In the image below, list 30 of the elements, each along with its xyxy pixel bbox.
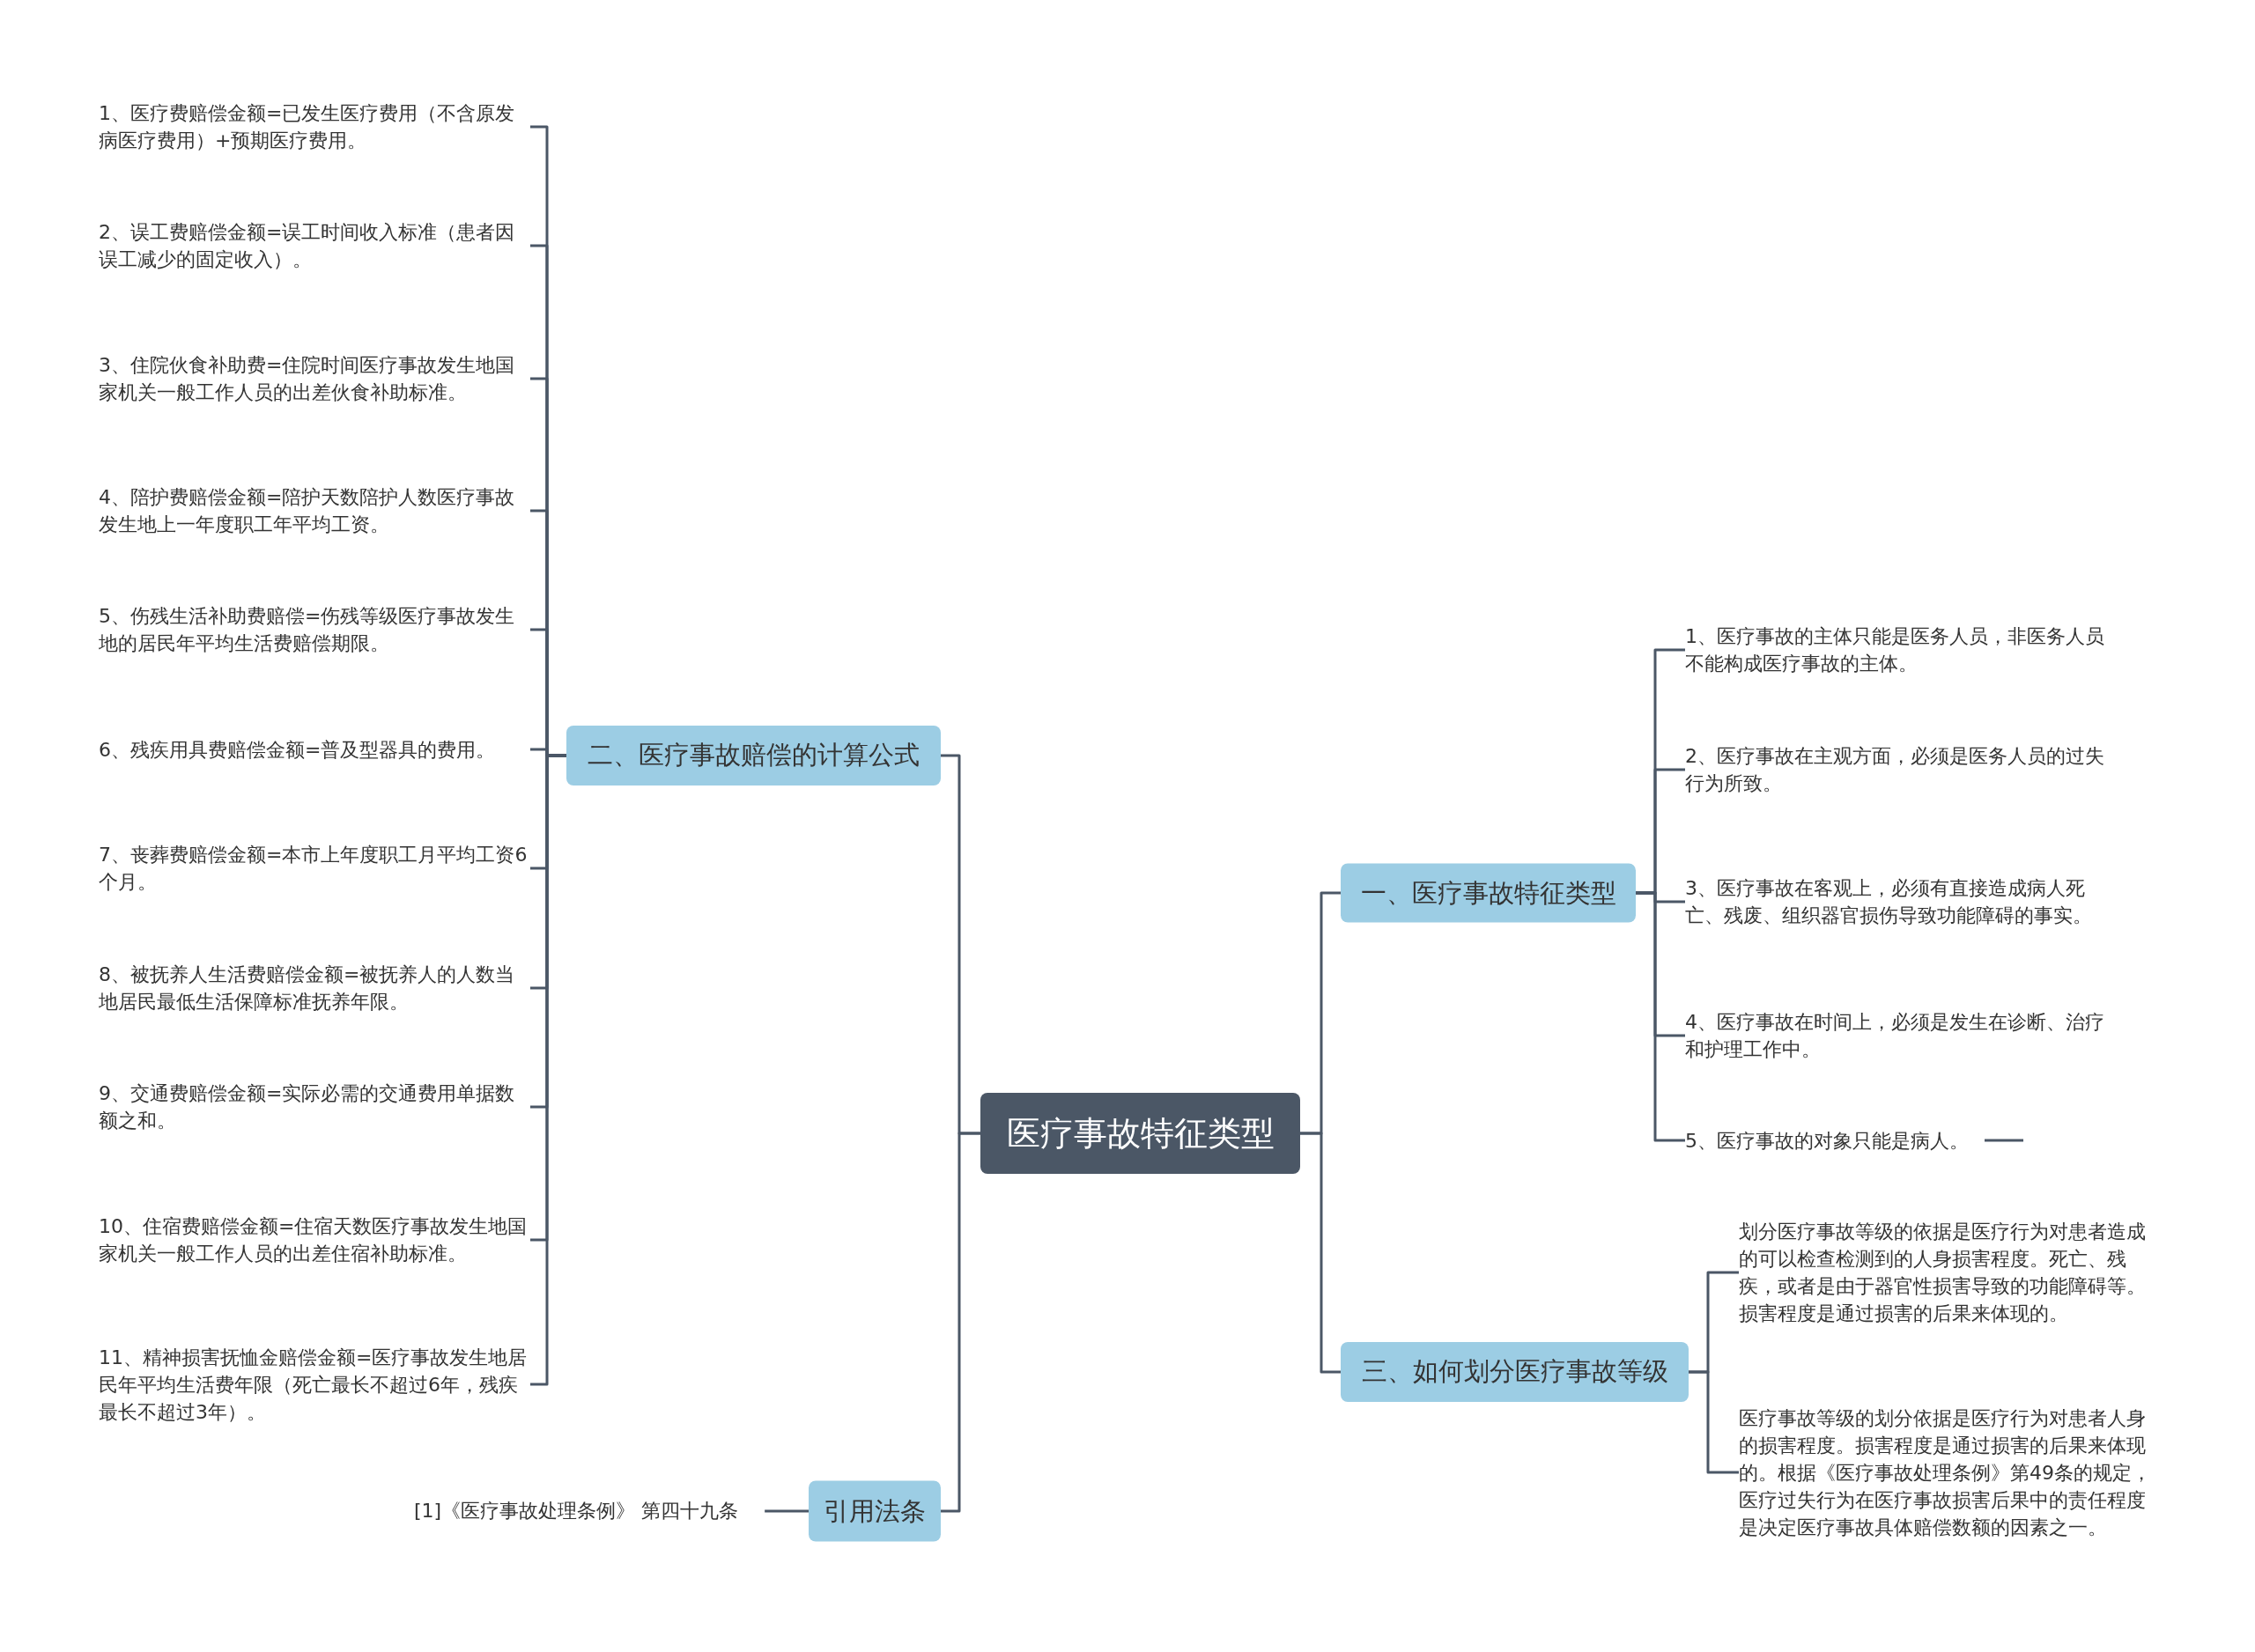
connector-line <box>941 1132 980 1513</box>
subtopic-text: 划分医疗事故等级的依据是医疗行为对患者造成的可以检查检测到的人身损害程度。死亡、残疾，或者是由于器官性损害导致的功能障碍等。损害程度是通过损害的后果来体现的。 <box>1739 1218 2162 1327</box>
subtopic-text: 5、医疗事故的对象只能是病人。 <box>1685 1126 1969 1154</box>
topic-box: 一、医疗事故特征类型 <box>1341 863 1636 923</box>
citation-text: [1]《医疗事故处理条例》 第四十九条 <box>414 1498 765 1524</box>
subtopic-text: 9、交通费赔偿金额=实际必需的交通费用单据数额之和。 <box>99 1080 530 1134</box>
subtopic-text: 医疗事故等级的划分依据是医疗行为对患者人身的损害程度。损害程度是通过损害的后果来体现的。根据《医疗事故处理条例》第49条的规定，医疗过失行为在医疗事故损害后果中的责任程度是决定医疗事故具体赔偿数额的因素之一。 <box>1739 1404 2162 1541</box>
topic-box: 二、医疗事故赔偿的计算公式 <box>566 726 941 785</box>
subtopic-text: 1、医疗事故的主体只能是医务人员，非医务人员不能构成医疗事故的主体。 <box>1685 623 2117 677</box>
central-topic: 医疗事故特征类型 <box>980 1093 1300 1174</box>
subtopic-text: 2、误工费赔偿金额=误工时间收入标准（患者因误工减少的固定收入）。 <box>99 218 530 273</box>
connector-line <box>1300 1132 1341 1374</box>
connector-line <box>1689 1370 1739 1474</box>
subtopic-text: 1、医疗费赔偿金额=已发生医疗费用（不含原发病医疗费用）+预期医疗费用。 <box>99 100 530 154</box>
topic-box: 三、如何划分医疗事故等级 <box>1341 1342 1689 1402</box>
subtopic-text: 10、住宿费赔偿金额=住宿天数医疗事故发生地国家机关一般工作人员的出差住宿补助标准。 <box>99 1213 530 1267</box>
connector-line <box>1636 891 1685 1142</box>
subtopic-text: 3、住院伙食补助费=住院时间医疗事故发生地国家机关一般工作人员的出差伙食补助标准。 <box>99 351 530 406</box>
connector-line <box>765 1509 809 1513</box>
subtopic-text: 7、丧葬费赔偿金额=本市上年度职工月平均工资6个月。 <box>99 841 530 896</box>
subtopic-text: 4、陪护费赔偿金额=陪护天数陪护人数医疗事故发生地上一年度职工年平均工资。 <box>99 483 530 538</box>
subtopic-text: 4、医疗事故在时间上，必须是发生在诊断、治疗和护理工作中。 <box>1685 1008 2117 1063</box>
connector-line <box>1985 1139 2023 1142</box>
subtopic-text: 2、医疗事故在主观方面，必须是医务人员的过失行为所致。 <box>1685 742 2117 797</box>
subtopic-text: 6、残疾用具费赔偿金额=普及型器具的费用。 <box>99 735 530 763</box>
subtopic-text: 8、被抚养人生活费赔偿金额=被抚养人的人数当地居民最低生活保障标准抚养年限。 <box>99 961 530 1015</box>
topic-box: 引用法条 <box>809 1480 941 1542</box>
subtopic-text: 11、精神损害抚恤金赔偿金额=医疗事故发生地居民年平均生活费年限（死亡最长不超过6年，残疾最长不超过3年）。 <box>99 1343 530 1426</box>
subtopic-text: 5、伤残生活补助费赔偿=伤残等级医疗事故发生地的居民年平均生活费赔偿期限。 <box>99 602 530 657</box>
subtopic-text: 3、医疗事故在客观上，必须有直接造成病人死亡、残废、组织器官损伤导致功能障碍的事实。 <box>1685 874 2117 929</box>
